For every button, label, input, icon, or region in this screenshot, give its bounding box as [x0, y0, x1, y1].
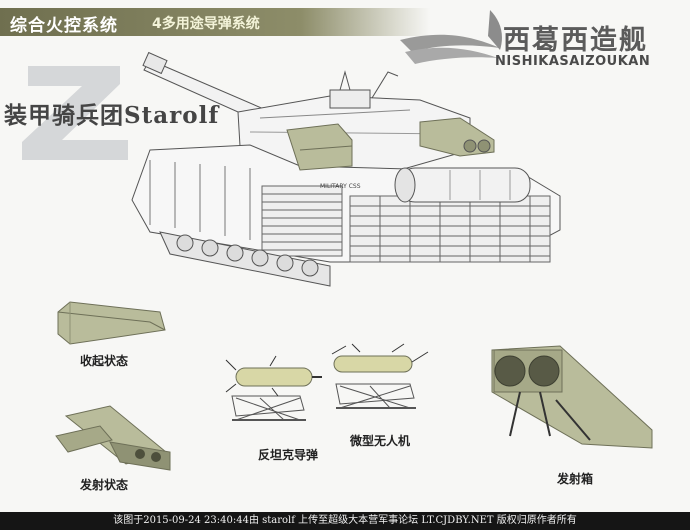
logo-name-en: NISHIKASAIZOUKAN — [495, 54, 651, 69]
micro-uav-drawing — [331, 343, 429, 409]
label-micro-uav: 微型无人机 — [350, 434, 411, 448]
header-title: 综合火控系统 — [10, 16, 118, 36]
header-subtitle: 4多用途导弹系统 — [152, 16, 260, 32]
header-bar — [0, 8, 430, 36]
label-launch-box: 发射箱 — [557, 472, 594, 486]
footer-caption: 该图于2015-09-24 23:40:44由 starolf 上传至超级大本营… — [0, 512, 690, 530]
label-launch-state: 发射状态 — [80, 478, 129, 492]
launch-state-module-drawing — [55, 405, 171, 471]
tank-marking: MILITARY CSS — [320, 183, 361, 190]
wing-logo-icon — [400, 10, 502, 64]
logo-name-cn: 西葛西造舰 — [503, 25, 648, 56]
stowed-module-drawing — [57, 301, 166, 345]
corps-name: 装甲骑兵团Starolf — [4, 102, 220, 129]
launch-box-drawing — [491, 345, 653, 449]
label-antitank-missile: 反坦克导弹 — [258, 448, 319, 462]
antitank-missile-drawing — [225, 355, 322, 421]
label-stowed: 收起状态 — [80, 354, 129, 368]
z-emblem-icon — [22, 66, 128, 160]
tank-drawing — [131, 51, 561, 287]
